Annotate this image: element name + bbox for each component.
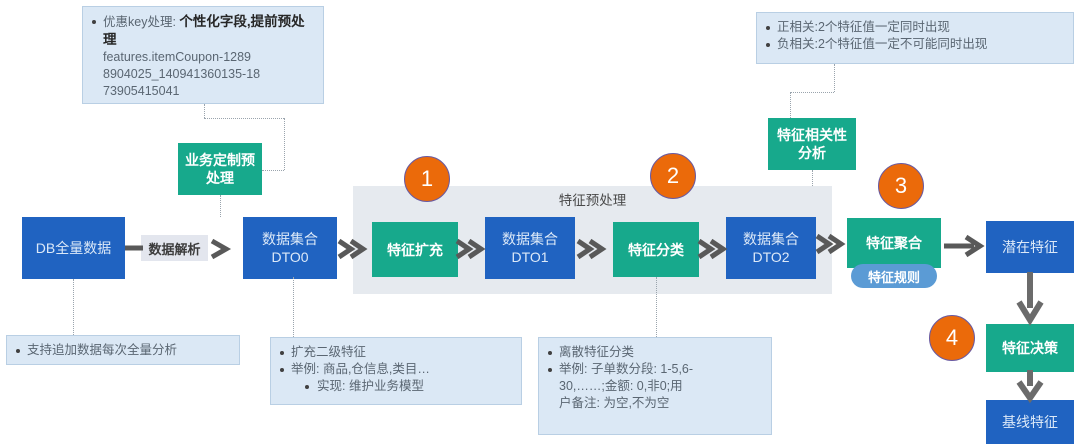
note-coupon-line4: 73905415041 [103, 84, 180, 98]
badge-step-3-label: 3 [894, 173, 908, 198]
note-db-full-analysis: 支持追加数据每次全量分析 [6, 335, 240, 365]
node-db-full-data[interactable]: DB全量数据 [22, 217, 125, 279]
note-correlation-item-2: 负相关:2个特征值一定不可能同时出现 [763, 36, 1065, 53]
badge-step-2-label: 2 [666, 163, 680, 188]
node-dataset-dto2-line1: 数据集合 [743, 231, 799, 247]
node-dataset-dto1-line2: DTO1 [511, 249, 549, 265]
arrow-dto0-to-expand [337, 238, 368, 260]
badge-step-4-label: 4 [945, 325, 959, 350]
note-coupon-line2: features.itemCoupon-1289 [103, 50, 252, 64]
group-panel-title: 特征预处理 [558, 193, 627, 208]
arrow-latent-to-decision [1016, 272, 1044, 326]
note-feature-classify: 离散特征分类 举例: 子单数分段: 1-5,6- 30,……;金额: 0,非0;… [538, 337, 772, 435]
node-dataset-dto1[interactable]: 数据集合 DTO1 [485, 217, 575, 279]
arrow-dto1-to-classify [576, 238, 607, 260]
node-latent-feature-label: 潜在特征 [1002, 239, 1058, 255]
node-dataset-dto2-line2: DTO2 [752, 249, 790, 265]
note-coupon-line3: 8904025_140941360135-18 [103, 67, 261, 81]
node-feature-expand[interactable]: 特征扩充 [372, 222, 458, 277]
arrow-parse-to-dto0 [210, 238, 232, 260]
leader-correlation-down [834, 64, 835, 92]
node-feature-rule[interactable]: 特征规则 [851, 264, 937, 288]
node-feature-aggregate[interactable]: 特征聚合 [847, 218, 941, 268]
node-feature-classify[interactable]: 特征分类 [613, 222, 699, 277]
note-coupon-strong: 个性化字段,提前预处理 [103, 14, 305, 47]
node-business-custom-preprocess[interactable]: 业务定制预 处理 [178, 143, 262, 195]
arrow-db-to-parse [125, 245, 143, 251]
note-expand-item-3: 实现: 维护业务模型 [277, 378, 513, 395]
note-coupon-processing: 优惠key处理: 个性化字段,提前预处理 features.itemCoupon… [82, 6, 324, 104]
leader-custom-to-dto0 [220, 195, 221, 217]
label-data-parse-text: 数据解析 [148, 241, 201, 257]
node-feature-correlation-line2: 分析 [798, 145, 826, 161]
note-expand-item-1: 扩充二级特征 [277, 344, 513, 361]
leader-coupon-right [204, 118, 284, 119]
node-db-full-data-label: DB全量数据 [35, 240, 112, 256]
badge-step-3: 3 [878, 163, 924, 209]
node-dataset-dto0-line1: 数据集合 [262, 231, 318, 247]
note-classify-item-3: 30,……;金额: 0,非0;用 [559, 379, 683, 393]
note-correlation: 正相关:2个特征值一定同时出现 负相关:2个特征值一定不可能同时出现 [756, 12, 1074, 64]
node-feature-classify-label: 特征分类 [628, 241, 684, 258]
note-classify-item-1: 离散特征分类 [545, 344, 763, 361]
node-feature-decision-label: 特征决策 [1002, 340, 1058, 356]
arrow-classify-to-dto2 [697, 238, 728, 260]
node-baseline-feature-label: 基线特征 [1002, 414, 1058, 430]
node-dataset-dto0[interactable]: 数据集合 DTO0 [243, 217, 337, 279]
arrow-dto2-to-aggregate [815, 233, 846, 255]
arrow-expand-to-dto1 [455, 238, 486, 260]
arrow-decision-to-baseline [1016, 370, 1044, 404]
node-feature-correlation-line1: 特征相关性 [777, 127, 847, 143]
node-business-custom-preprocess-line1: 业务定制预 [185, 152, 255, 168]
leader-correlation-drop [790, 92, 791, 120]
note-feature-expand: 扩充二级特征 举例: 商品,仓信息,类目… 实现: 维护业务模型 [270, 337, 522, 405]
node-latent-feature[interactable]: 潜在特征 [986, 221, 1074, 273]
leader-correlation-left [790, 92, 834, 93]
node-business-custom-preprocess-line2: 处理 [206, 170, 234, 186]
leader-classify-to-note [656, 277, 657, 337]
node-feature-correlation-analysis[interactable]: 特征相关性 分析 [768, 118, 856, 170]
node-feature-expand-label: 特征扩充 [387, 241, 443, 258]
node-baseline-feature[interactable]: 基线特征 [986, 400, 1074, 444]
note-coupon-line1: 优惠key处理: 个性化字段,提前预处理 [89, 13, 315, 49]
badge-step-1-label: 1 [420, 166, 434, 191]
note-classify-item-4: 户备注: 为空,不为空 [559, 396, 670, 410]
badge-step-2: 2 [650, 153, 696, 199]
node-dataset-dto2[interactable]: 数据集合 DTO2 [726, 217, 816, 279]
leader-coupon-into-node [262, 170, 284, 171]
leader-coupon-down [204, 104, 205, 118]
node-dataset-dto1-line1: 数据集合 [502, 231, 558, 247]
arrow-aggregate-to-latent [944, 234, 985, 258]
node-feature-aggregate-label: 特征聚合 [866, 235, 922, 251]
node-feature-rule-label: 特征规则 [867, 269, 920, 285]
node-feature-decision[interactable]: 特征决策 [986, 324, 1074, 372]
note-classify-item-2: 举例: 子单数分段: 1-5,6- [545, 361, 763, 378]
badge-step-1: 1 [404, 156, 450, 202]
note-db-item-1: 支持追加数据每次全量分析 [13, 342, 231, 359]
note-correlation-item-1: 正相关:2个特征值一定同时出现 [763, 19, 1065, 36]
note-expand-item-2: 举例: 商品,仓信息,类目… [277, 361, 513, 378]
label-data-parse: 数据解析 [141, 235, 208, 261]
note-coupon-label: 优惠key处理: [103, 15, 176, 29]
node-dataset-dto0-line2: DTO0 [271, 249, 309, 265]
leader-expand-to-note [293, 277, 294, 337]
leader-db-to-note [73, 279, 74, 335]
badge-step-4: 4 [929, 315, 975, 361]
leader-coupon-drop [284, 118, 285, 170]
